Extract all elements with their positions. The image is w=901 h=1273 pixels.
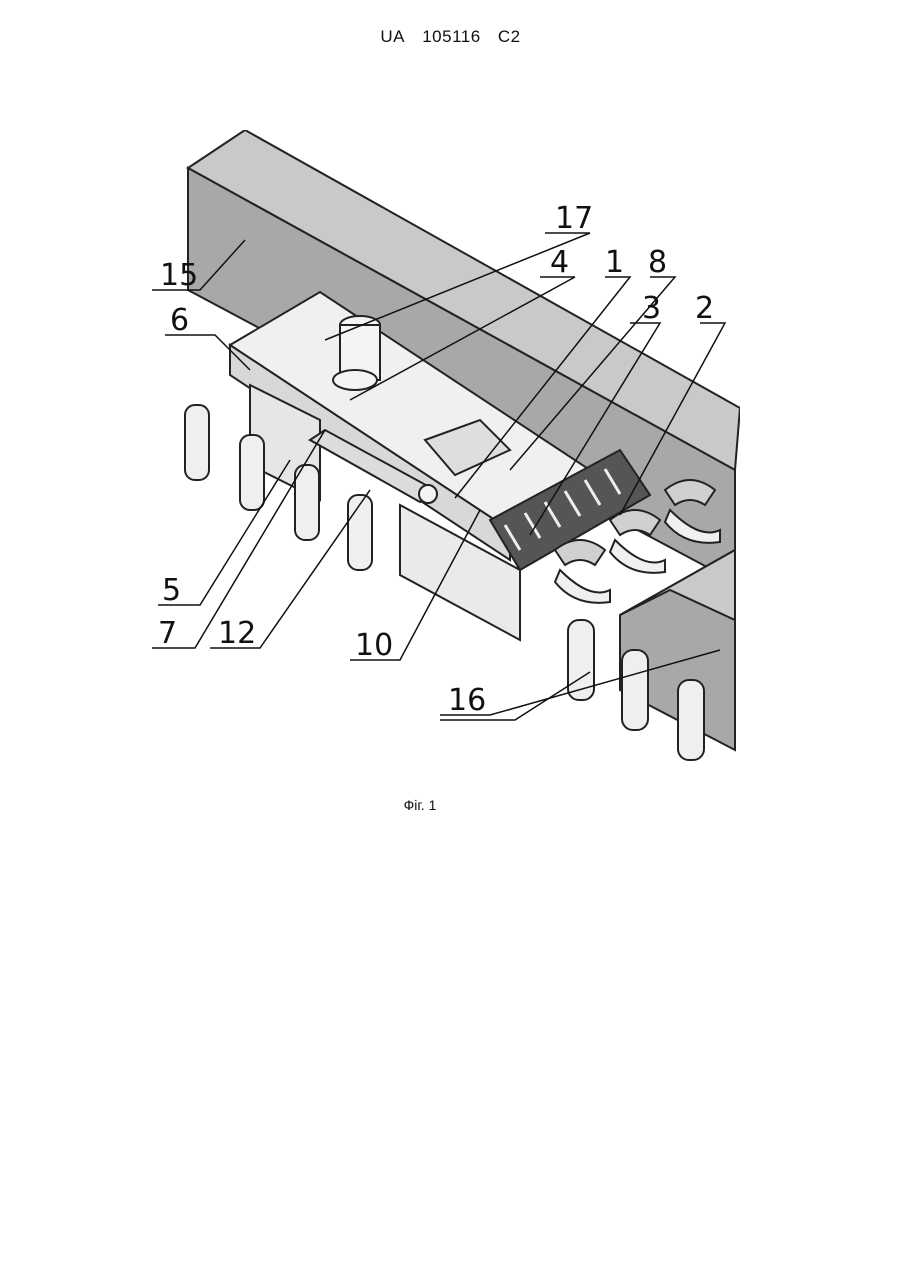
label-4: 4 (550, 245, 569, 280)
figure-caption: Фіг. 1 (0, 797, 840, 813)
label-10: 10 (355, 628, 393, 663)
patent-kind: C2 (498, 27, 521, 46)
label-6: 6 (170, 303, 189, 338)
label-15: 15 (160, 258, 198, 293)
label-17: 17 (555, 201, 593, 236)
label-3: 3 (642, 291, 661, 326)
label-8: 8 (648, 245, 667, 280)
label-2: 2 (695, 291, 714, 326)
label-1: 1 (605, 245, 624, 280)
label-12: 12 (218, 616, 256, 651)
patent-country: UA (380, 27, 405, 46)
patent-number: 105116 (422, 27, 480, 46)
label-16: 16 (448, 683, 486, 718)
label-5: 5 (162, 573, 181, 608)
patent-header: UA 105116 C2 (0, 27, 901, 47)
patent-drawing: 15 6 17 4 1 8 3 2 5 7 12 10 16 (150, 130, 740, 770)
label-7: 7 (158, 616, 177, 651)
